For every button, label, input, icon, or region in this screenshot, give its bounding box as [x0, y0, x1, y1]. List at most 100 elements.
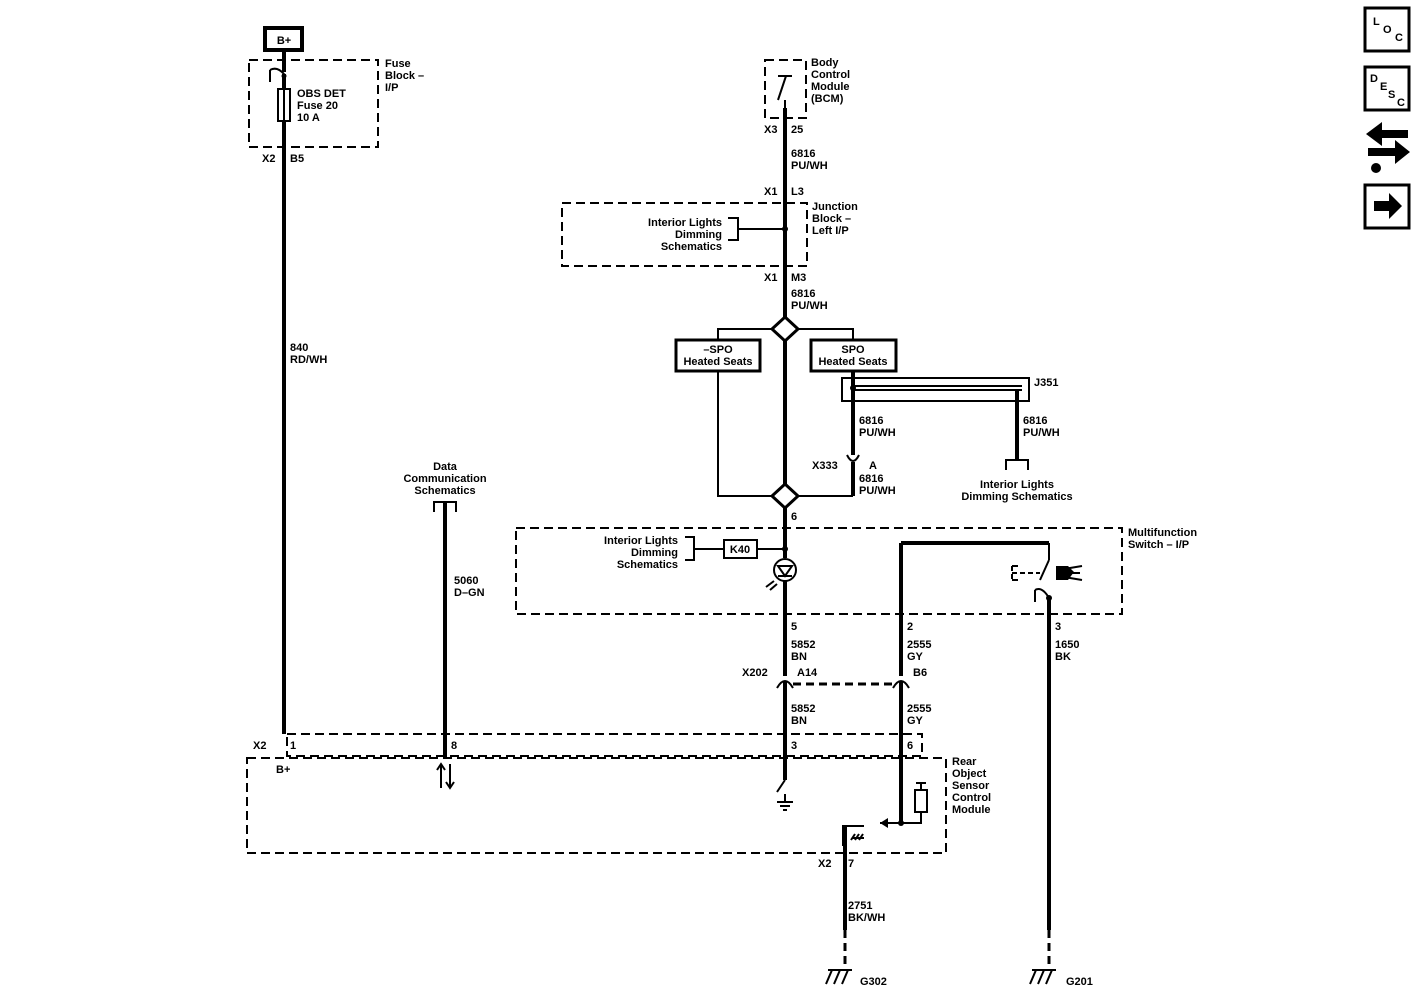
svg-text:6816: 6816 — [1023, 415, 1047, 427]
arrow-right-icon[interactable] — [1363, 183, 1411, 230]
svg-text:I/P: I/P — [385, 82, 398, 94]
bcm-connector-label: X3 — [764, 124, 777, 136]
svg-text:BN: BN — [791, 651, 807, 663]
internal-resistor-icon — [914, 789, 928, 813]
svg-text:6816: 6816 — [859, 473, 883, 485]
wire-5060-label: 5060 D–GN — [454, 575, 485, 599]
svg-text:Communication: Communication — [403, 473, 486, 485]
x202-b6-connector-icon — [892, 680, 910, 689]
svg-text:Interior Lights: Interior Lights — [980, 479, 1054, 491]
bplus-label: B+ — [277, 35, 291, 47]
wire-6816-c-label: 6816 PU/WH — [859, 415, 896, 439]
svg-text:Fuse: Fuse — [385, 58, 411, 70]
ground-g302-label: G302 — [860, 976, 887, 988]
fuse-label: OBS DET Fuse 20 10 A — [297, 88, 346, 124]
x202-pin-b6: B6 — [913, 667, 927, 679]
svg-text:PU/WH: PU/WH — [859, 485, 896, 497]
mfs-pin3-label: 3 — [1055, 621, 1061, 633]
link-interior-lights-dimming-jb[interactable]: Interior Lights Dimming Schematics — [648, 217, 722, 253]
wire-5852-a-label: 5852 BN — [791, 639, 815, 663]
rosc-conn-label: X2 — [253, 740, 266, 752]
svg-text:Block –: Block – — [812, 213, 851, 225]
mfs-label: Multifunction Switch – I/P — [1128, 527, 1197, 551]
link-data-communication[interactable]: Data Communication Schematics — [403, 461, 486, 497]
svg-text:Control: Control — [811, 69, 850, 81]
option-spo — [809, 338, 898, 373]
svg-text:D–GN: D–GN — [454, 587, 485, 599]
rosc-box — [246, 757, 947, 854]
link-interior-lights-dimming-mfs[interactable]: Interior Lights Dimming Schematics — [604, 535, 678, 571]
svg-text:6816: 6816 — [791, 148, 815, 160]
wire-6816-e-label: 6816 PU/WH — [1023, 415, 1060, 439]
fuse-block-label: Fuse Block – I/P — [385, 58, 424, 94]
svg-text:10 A: 10 A — [297, 112, 320, 124]
wire-6816-d-label: 6816 PU/WH — [859, 473, 896, 497]
ground-g302-icon — [825, 969, 852, 985]
svg-text:Fuse 20: Fuse 20 — [297, 100, 338, 112]
link-interior-lights-dimming-j351[interactable]: Interior Lights Dimming Schematics — [961, 479, 1072, 503]
mfs-pin6-label: 6 — [791, 511, 797, 523]
svg-text:SPO: SPO — [841, 344, 865, 356]
x202-label: X202 — [742, 667, 768, 679]
rosc-conn2-label: X2 — [818, 858, 831, 870]
wire-6816-b-label: 6816 PU/WH — [791, 288, 828, 312]
svg-text:S: S — [1388, 89, 1395, 101]
svg-text:2555: 2555 — [907, 703, 931, 715]
data-bidirectional-icon — [436, 762, 455, 790]
desc-button[interactable]: D E S C — [1363, 65, 1411, 112]
svg-text:Module: Module — [952, 804, 991, 816]
ground-g201-label: G201 — [1066, 976, 1093, 988]
svg-text:BK/WH: BK/WH — [848, 912, 885, 924]
rosc-bplus-label: B+ — [276, 764, 290, 776]
svg-text:O: O — [1383, 24, 1392, 36]
internal-switch-icon — [776, 779, 786, 802]
loc-button[interactable]: L O C — [1363, 6, 1411, 53]
x333-connector-icon — [846, 454, 860, 462]
ground-g201-icon — [1029, 969, 1056, 985]
internal-ground-icon — [777, 801, 793, 811]
wire-2555-b-label: 2555 GY — [907, 703, 931, 727]
svg-text:Sensor: Sensor — [952, 780, 990, 792]
svg-text:PU/WH: PU/WH — [859, 427, 896, 439]
svg-text:Interior Lights: Interior Lights — [604, 535, 678, 547]
x202-a14-connector-icon — [776, 680, 794, 689]
rosc-connector-strip — [286, 733, 923, 757]
svg-text:Schematics: Schematics — [617, 559, 678, 571]
fuse-switch-icon — [269, 67, 285, 82]
svg-text:Switch – I/P: Switch – I/P — [1128, 539, 1189, 551]
svg-text:PU/WH: PU/WH — [791, 160, 828, 172]
svg-text:D: D — [1370, 73, 1378, 85]
svg-text:Junction: Junction — [812, 201, 858, 213]
wire-1650-label: 1650 BK — [1055, 639, 1079, 663]
fuse-block-box — [248, 59, 379, 148]
svg-text:5852: 5852 — [791, 639, 815, 651]
svg-text:6816: 6816 — [859, 415, 883, 427]
svg-text:C: C — [1397, 97, 1405, 109]
svg-text:E: E — [1380, 81, 1387, 93]
svg-text:Object: Object — [952, 768, 987, 780]
svg-text:–SPO: –SPO — [703, 344, 733, 356]
svg-text:PU/WH: PU/WH — [791, 300, 828, 312]
connector-swap-icon[interactable] — [1366, 122, 1410, 173]
svg-text:C: C — [1395, 32, 1403, 44]
option-diamond-top — [769, 314, 801, 344]
park-switch-icon — [1039, 543, 1050, 581]
svg-text:Heated Seats: Heated Seats — [683, 356, 752, 368]
svg-text:Heated Seats: Heated Seats — [818, 356, 887, 368]
jb-conn-top: X1 — [764, 186, 777, 198]
svg-text:Interior Lights: Interior Lights — [648, 217, 722, 229]
svg-text:Dimming Schematics: Dimming Schematics — [961, 491, 1072, 503]
mfs-pin5-label: 5 — [791, 621, 797, 633]
svg-text:Multifunction: Multifunction — [1128, 527, 1197, 539]
svg-text:Body: Body — [811, 57, 839, 69]
fuse-connector-label: X2 — [262, 153, 275, 165]
x333-pin-label: A — [869, 460, 877, 472]
svg-text:Block –: Block – — [385, 70, 424, 82]
jb-conn-bot: X1 — [764, 272, 777, 284]
j351-label: J351 — [1034, 377, 1058, 389]
bcm-pin-label: 25 — [791, 124, 803, 136]
wire-2555-a-label: 2555 GY — [907, 639, 931, 663]
svg-text:RD/WH: RD/WH — [290, 354, 327, 366]
fuse-pin-label: B5 — [290, 153, 304, 165]
